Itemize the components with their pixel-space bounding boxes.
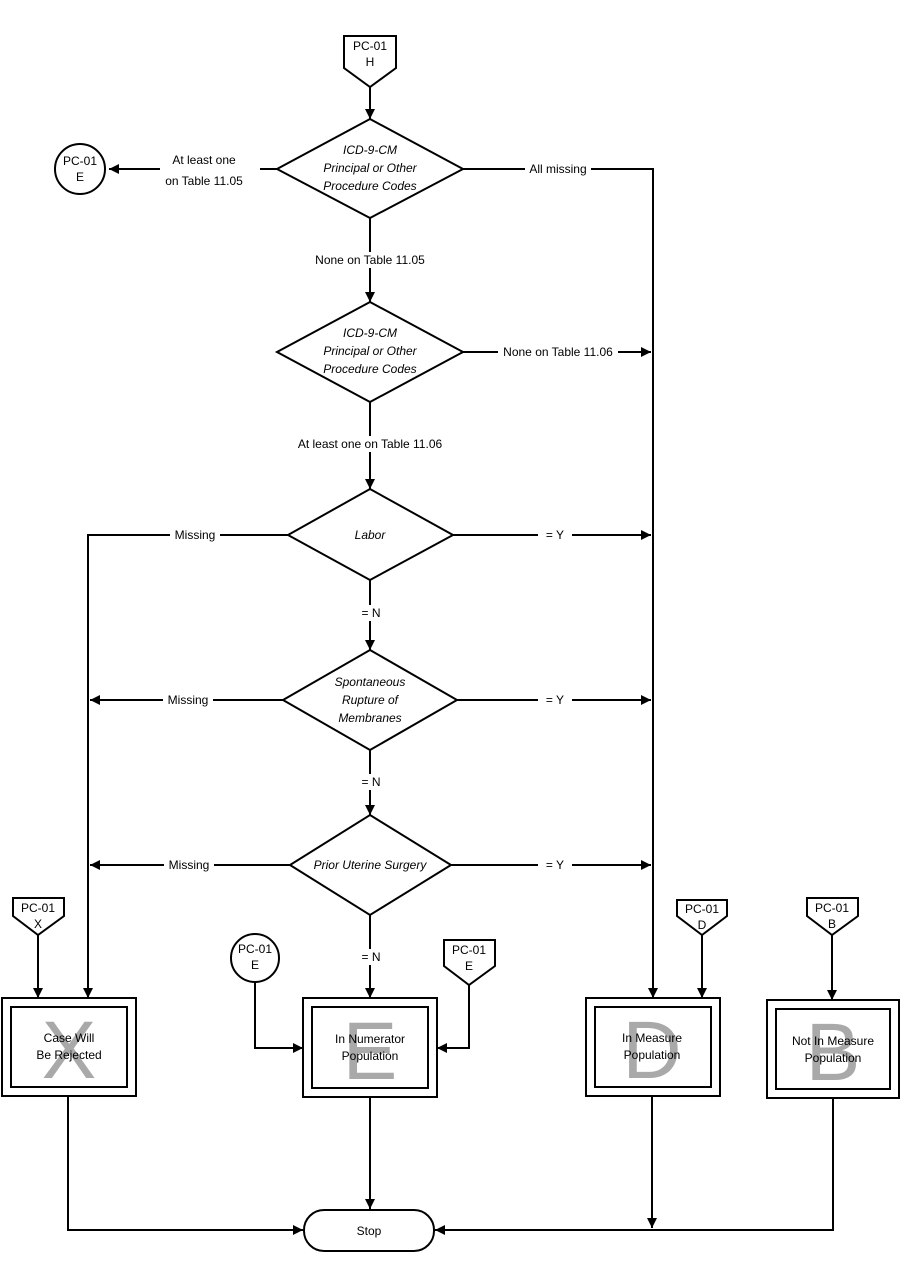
connector-top-line2: H xyxy=(366,55,375,69)
outcome-b: B Not In Measure Population xyxy=(766,999,900,1099)
label-d4-down: = N xyxy=(361,775,380,789)
outcome-d-line2: Population xyxy=(624,1048,681,1062)
outcome-x-line1: Case Will xyxy=(44,1031,95,1045)
label-d1-left-2: on Table 11.05 xyxy=(165,174,243,188)
decision-d3-line1: Labor xyxy=(355,528,387,542)
connector-x-line2: X xyxy=(34,917,42,931)
label-d3-down: = N xyxy=(361,606,380,620)
connector-e-pent-line1: PC-01 xyxy=(452,943,486,957)
edge-labels: At least one on Table 11.05 All missing … xyxy=(160,152,618,965)
decision-d2-line1: ICD-9-CM xyxy=(343,326,397,340)
outcome-b-line1: Not In Measure xyxy=(792,1034,874,1048)
decision-d5: Prior Uterine Surgery xyxy=(288,813,453,917)
decision-d4: Spontaneous Rupture of Membranes xyxy=(280,648,460,752)
outcome-d: D In Measure Population xyxy=(585,997,721,1097)
decision-d2-line2: Principal or Other xyxy=(323,344,417,358)
connector-d-line1: PC-01 xyxy=(685,902,719,916)
connector-e-circle-line1: PC-01 xyxy=(238,942,272,956)
connector-e-left-line1: PC-01 xyxy=(63,154,97,168)
outcome-e-letter: E xyxy=(343,1006,398,1097)
label-d5-down: = N xyxy=(361,950,380,964)
decision-d1-line3: Procedure Codes xyxy=(323,179,416,193)
label-d4-left: Missing xyxy=(168,693,209,707)
label-d5-left: Missing xyxy=(169,858,210,872)
decision-d4-line2: Rupture of xyxy=(342,693,400,707)
edge-d1-to-d-outcome xyxy=(463,168,658,998)
connector-e-left: PC-01 E xyxy=(54,143,106,195)
edge-x-to-stop xyxy=(67,1097,303,1235)
edge-e-pentagon xyxy=(437,985,470,1053)
decision-d2-line3: Procedure Codes xyxy=(323,362,416,376)
connector-top: PC-01 H xyxy=(343,35,397,89)
outcome-d-letter: D xyxy=(622,1005,681,1096)
label-d1-left-1: At least one xyxy=(172,153,236,167)
outcome-x-line2: Be Rejected xyxy=(36,1048,101,1062)
label-d1-down: None on Table 11.05 xyxy=(315,253,425,267)
connector-x: PC-01 X xyxy=(12,897,65,937)
outcome-d-line1: In Measure xyxy=(622,1031,682,1045)
decision-d1: ICD-9-CM Principal or Other Procedure Co… xyxy=(274,117,466,220)
outcome-x: X Case Will Be Rejected xyxy=(1,997,137,1097)
outcome-e: E In Numerator Population xyxy=(302,997,438,1098)
terminal-stop-label: Stop xyxy=(357,1224,382,1238)
decision-d1-line1: ICD-9-CM xyxy=(343,143,397,157)
outcome-e-line1: In Numerator xyxy=(335,1032,405,1046)
label-d3-right: = Y xyxy=(546,528,564,542)
label-d5-right: = Y xyxy=(546,858,564,872)
terminal-stop: Stop xyxy=(303,1209,435,1252)
decision-d3: Labor xyxy=(285,487,456,582)
connector-d-line2: D xyxy=(698,918,707,932)
edge-d3-to-x-outcome xyxy=(83,534,288,998)
connector-x-line1: PC-01 xyxy=(21,901,55,915)
decision-d4-line3: Membranes xyxy=(338,711,401,725)
label-d1-right: All missing xyxy=(529,162,586,176)
outcome-b-line2: Population xyxy=(805,1051,862,1065)
label-d4-right: = Y xyxy=(546,693,564,707)
connector-b: PC-01 B xyxy=(806,897,859,937)
label-d3-left: Missing xyxy=(175,528,216,542)
connector-b-line2: B xyxy=(828,917,836,931)
connector-b-line1: PC-01 xyxy=(815,901,849,915)
label-d2-right: None on Table 11.06 xyxy=(503,345,613,359)
outcome-b-letter: B xyxy=(806,1007,861,1098)
outcome-x-letter: X xyxy=(42,1005,97,1096)
decision-d1-line2: Principal or Other xyxy=(323,161,417,175)
decision-d5-line1: Prior Uterine Surgery xyxy=(314,858,428,872)
outcome-e-line2: Population xyxy=(342,1049,399,1063)
connector-e-pent-line2: E xyxy=(465,959,473,973)
connector-top-line1: PC-01 xyxy=(353,39,387,53)
connector-e-pentagon: PC-01 E xyxy=(443,939,496,987)
connector-e-circle-line2: E xyxy=(251,958,259,972)
decision-d4-line1: Spontaneous xyxy=(335,675,406,689)
edge-b-to-stop xyxy=(435,1099,834,1235)
edge-e-circle xyxy=(254,980,303,1053)
label-d2-down: At least one on Table 11.06 xyxy=(298,437,443,451)
connector-d: PC-01 D xyxy=(676,899,728,937)
decision-d2: ICD-9-CM Principal or Other Procedure Co… xyxy=(274,300,466,404)
connector-e-circle: PC-01 E xyxy=(230,933,280,983)
connector-e-left-line2: E xyxy=(76,170,84,184)
